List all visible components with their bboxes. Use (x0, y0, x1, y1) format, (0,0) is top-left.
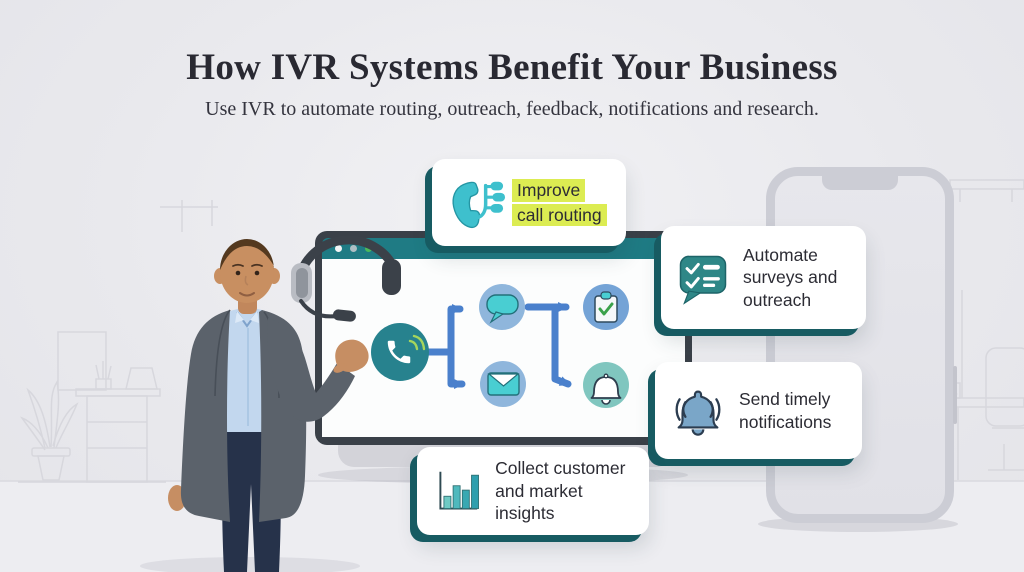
card-automate-surveys: Automate surveys and outreach (661, 226, 866, 329)
smartphone-outline (763, 167, 957, 523)
flow-arrows (425, 302, 572, 389)
page-subtitle: Use IVR to automate routing, outreach, f… (205, 98, 819, 120)
card-label: Automate surveys and outreach (743, 244, 838, 310)
survey-checklist-icon (679, 255, 727, 305)
card-collect-insights: Collect customer and market insights (417, 447, 649, 535)
card-improve-call-routing: Improve call routing (432, 159, 626, 246)
phone-notch (822, 175, 898, 190)
phone-call-icon (371, 323, 429, 381)
email-icon (480, 361, 526, 407)
call-routing-icon (452, 181, 506, 228)
browser-dot (335, 245, 342, 252)
phone-side-button (953, 366, 957, 424)
card-label: Collect customer and market insights (495, 458, 626, 524)
card-label: Improve call routing (512, 178, 607, 227)
headset-icon (291, 235, 401, 322)
card-send-notifications: Send timely notifications (655, 362, 862, 459)
highlight-text: Improve (512, 179, 586, 202)
person-illustration (168, 239, 369, 572)
card-label: Send timely notifications (739, 389, 832, 432)
ivr-flowchart (371, 284, 629, 408)
chat-bubble-icon (479, 284, 525, 330)
bell-icon (583, 362, 629, 408)
notification-bell-icon (675, 390, 721, 436)
page-title: How IVR Systems Benefit Your Business (186, 47, 838, 88)
browser-dot (350, 245, 357, 252)
highlight-text: call routing (512, 203, 607, 226)
bar-chart-icon (439, 471, 479, 510)
header: How IVR Systems Benefit Your Business Us… (0, 46, 1024, 121)
clipboard-check-icon (583, 284, 629, 330)
